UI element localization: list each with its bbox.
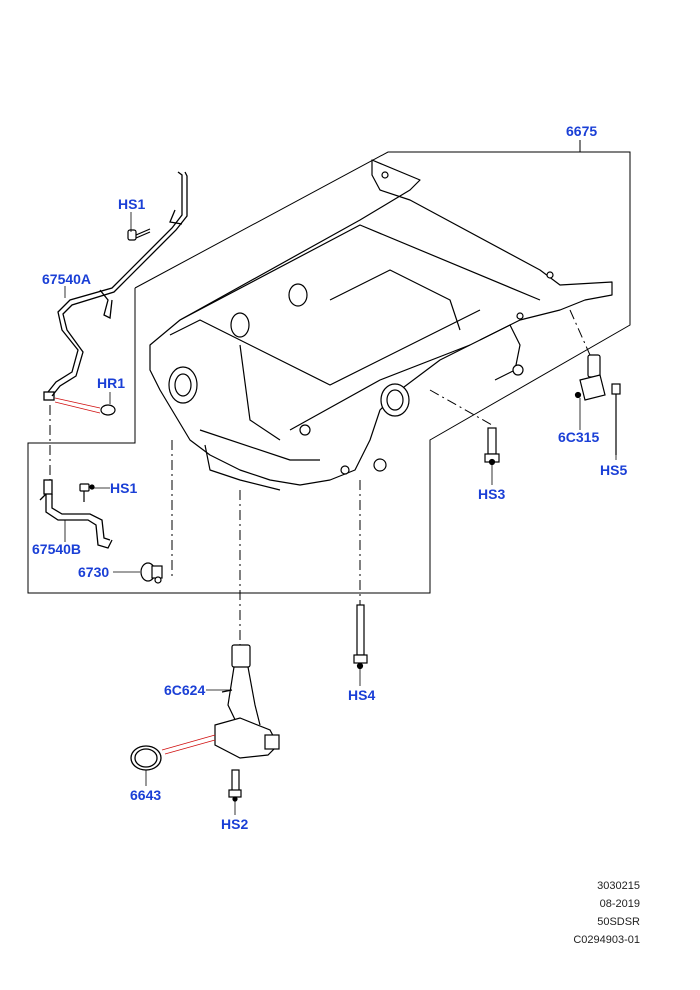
- label-6c315[interactable]: 6C315: [558, 429, 600, 445]
- alignment-dashes: [49, 309, 591, 645]
- label-hs2[interactable]: HS2: [221, 816, 249, 832]
- info-line-4: C0294903-01: [573, 934, 640, 946]
- label-67540a[interactable]: 67540A: [42, 271, 92, 287]
- label-6c624[interactable]: 6C624: [164, 682, 206, 698]
- oil-level-sensor-6c624[interactable]: [214, 644, 280, 759]
- label-6675[interactable]: 6675: [566, 123, 598, 139]
- sensor-6c315[interactable]: [574, 354, 606, 401]
- info-line-2: 08-2019: [599, 898, 640, 910]
- dipstick-tube-lower[interactable]: [39, 479, 113, 549]
- group-frame-lines: [27, 140, 631, 594]
- bolt-hs1-top[interactable]: [127, 228, 151, 241]
- seal-hr1[interactable]: [54, 397, 116, 416]
- bolt-hs2[interactable]: [228, 769, 242, 802]
- label-hs5[interactable]: HS5: [600, 462, 628, 478]
- info-line-1: 3030215: [597, 880, 640, 892]
- leader-lines: [64, 212, 617, 815]
- drain-plug-6730[interactable]: [140, 562, 163, 584]
- info-line-3: 50SDSR: [597, 916, 640, 928]
- label-hs1-mid[interactable]: HS1: [110, 480, 138, 496]
- oil-pan-body[interactable]: [149, 159, 613, 491]
- bolt-hs4[interactable]: [353, 604, 368, 670]
- label-67540b[interactable]: 67540B: [32, 541, 82, 557]
- label-6643[interactable]: 6643: [130, 787, 162, 803]
- bolt-hs5[interactable]: [611, 383, 621, 455]
- label-6730[interactable]: 6730: [78, 564, 110, 580]
- o-ring-6643[interactable]: [130, 734, 216, 771]
- label-hs1-top[interactable]: HS1: [118, 196, 146, 212]
- bolt-hs3[interactable]: [484, 427, 500, 466]
- label-hr1[interactable]: HR1: [97, 375, 126, 391]
- dipstick-tube-upper[interactable]: [43, 171, 188, 401]
- bolt-hs1-mid[interactable]: [79, 483, 95, 502]
- label-hs3[interactable]: HS3: [478, 486, 506, 502]
- label-hs4[interactable]: HS4: [348, 687, 376, 703]
